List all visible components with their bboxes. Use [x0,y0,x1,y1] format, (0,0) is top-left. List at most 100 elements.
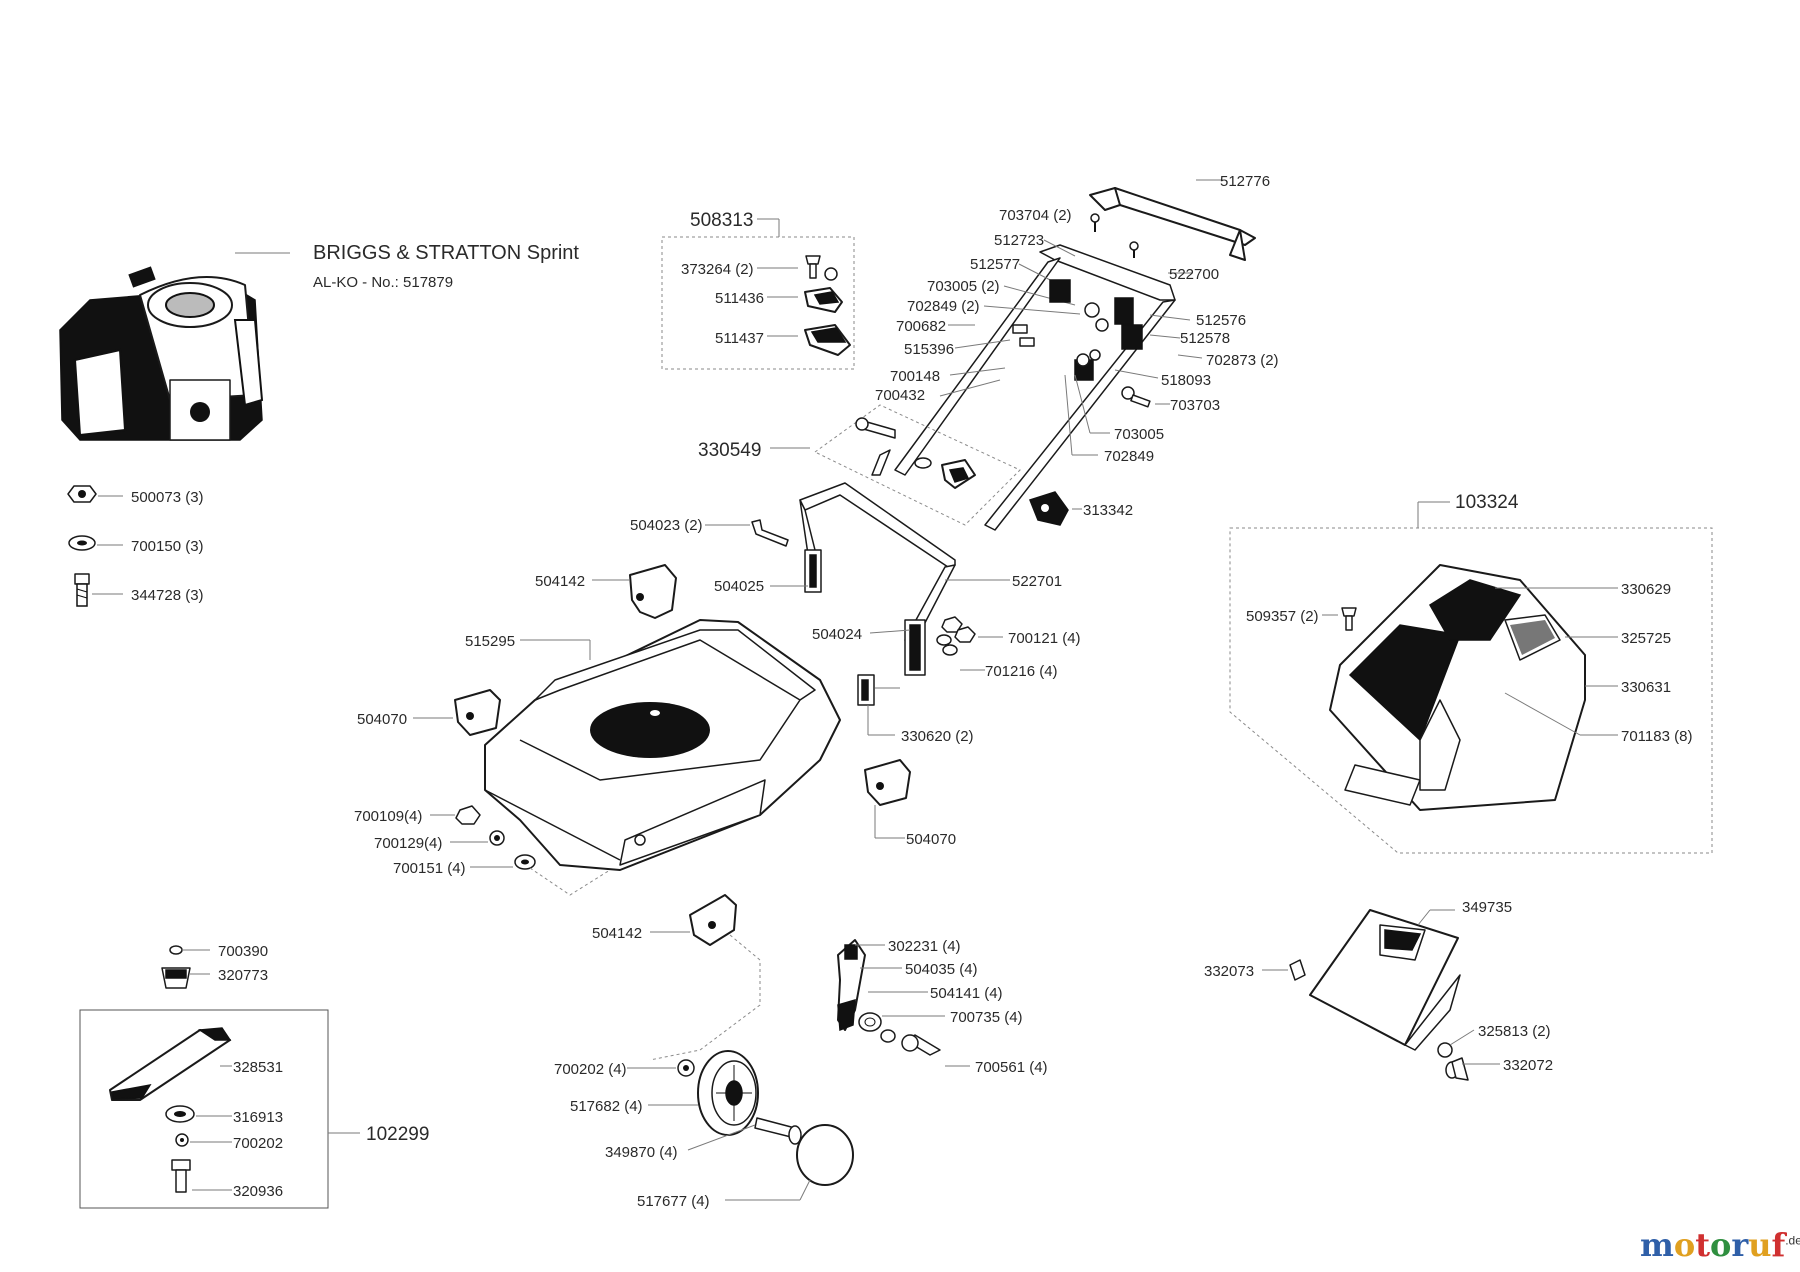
spring-icon [1445,1057,1469,1081]
label-522701: 522701 [1012,573,1062,590]
bracket-504142-top-icon [629,564,677,619]
logo-letter: r [1731,1226,1749,1264]
label-320773: 320773 [218,967,268,984]
blade-icon [109,1027,232,1101]
lower-handle-drawing [799,482,956,676]
label-332073: 332073 [1204,963,1254,980]
label-700202a: 700202 (4) [554,1061,627,1078]
height-adjuster-icon [837,939,866,1032]
wheel-icon [677,1050,759,1136]
label-511437: 511437 [715,330,764,347]
logo-letter: f [1771,1226,1786,1264]
grass-bag-icon [1329,564,1586,811]
label-504025: 504025 [714,578,764,595]
group-label-330549: 330549 [698,440,761,461]
screw-icon [805,255,838,281]
screw-icon-703704 [1090,213,1139,258]
label-700390: 700390 [218,943,268,960]
label-328531: 328531 [233,1059,283,1076]
label-330631: 330631 [1621,679,1671,696]
engine-title: BRIGGS & STRATTON Sprint [313,242,579,264]
upper-handle-drawing [871,187,1256,531]
label-701183: 701183 (8) [1621,728,1692,745]
label-302231: 302231 (4) [888,938,961,955]
label-700202b: 700202 [233,1135,283,1152]
deck-fasteners-icons [455,805,536,870]
label-700432: 700432 [875,387,925,404]
washer-icon [68,535,96,551]
engine-drawing [59,266,264,441]
clamp-upper-icon [804,287,843,313]
group-label-103324: 103324 [1455,492,1519,513]
mower-deck-drawing [484,619,841,871]
label-373264: 373264 (2) [681,261,754,278]
label-700129: 700129(4) [374,835,442,852]
bracket-504070-right-icon [864,759,911,806]
engine-subtitle: AL-KO - No.: 517879 [313,274,453,291]
label-504024: 504024 [812,626,862,643]
hubcap-icon [796,1124,854,1186]
label-703704: 703704 (2) [999,207,1072,224]
logo-letter: m [1640,1226,1674,1264]
cable-guide-icon [1029,491,1069,526]
label-703005b: 703005 [1114,426,1164,443]
label-702849b: 702849 [1104,448,1154,465]
label-330629: 330629 [1621,581,1671,598]
label-515396: 515396 [904,341,954,358]
clamp-lower-icon [804,324,851,356]
nut-icon [67,485,97,503]
logo-letter: t [1695,1226,1710,1264]
label-517682: 517682 (4) [570,1098,643,1115]
label-349735: 349735 [1462,899,1512,916]
label-504035: 504035 (4) [905,961,978,978]
logo-letter: u [1748,1226,1772,1264]
label-512577: 512577 [970,256,1020,273]
clip-330620-icon [857,674,900,706]
logo-letter: o [1673,1226,1696,1264]
label-700151: 700151 (4) [393,860,466,877]
label-504142a: 504142 [535,573,585,590]
label-700109: 700109(4) [354,808,422,825]
logo-suffix: .de [1785,1233,1800,1248]
label-325725: 325725 [1621,630,1671,647]
label-701216: 701216 (4) [985,663,1058,680]
label-325813: 325813 (2) [1478,1023,1551,1040]
label-512576: 512576 [1196,312,1246,329]
rear-flap-icon [1289,909,1461,1058]
label-504023: 504023 (2) [630,517,703,534]
label-500073: 500073 (3) [131,489,204,506]
label-504141: 504141 (4) [930,985,1003,1002]
label-313342: 313342 [1083,502,1133,519]
wheel-fasteners-icons [858,1012,941,1056]
group-label-508313: 508313 [690,210,753,231]
bolt-icon [74,573,90,607]
label-700148: 700148 [890,368,940,385]
blade-adapter-icons [161,945,191,989]
label-700121: 700121 (4) [1008,630,1081,647]
label-349870: 349870 (4) [605,1144,678,1161]
cable-clip-icons [855,417,976,489]
label-504070a: 504070 [357,711,407,728]
motoruf-logo: motoruf.de [1640,1226,1800,1264]
label-344728: 344728 (3) [131,587,204,604]
label-512776: 512776 [1220,173,1270,190]
label-316913: 316913 [233,1109,283,1126]
label-512578: 512578 [1180,330,1230,347]
label-702873: 702873 (2) [1206,352,1279,369]
label-511436: 511436 [715,290,764,307]
logo-letter: o [1709,1226,1732,1264]
blade-group-box [79,1009,329,1209]
label-522700: 522700 [1169,266,1219,283]
label-700682: 700682 [896,318,946,335]
label-700735: 700735 (4) [950,1009,1023,1026]
label-504142b: 504142 [592,925,642,942]
label-700150: 700150 (3) [131,538,204,555]
label-518093: 518093 [1161,372,1211,389]
bolt-icon-703703 [1121,386,1151,408]
axle-bolt-icon [754,1117,802,1145]
bracket-504142-bottom-icon [689,894,737,946]
group-label-102299: 102299 [366,1124,429,1145]
label-700561: 700561 (4) [975,1059,1048,1076]
label-330620: 330620 (2) [901,728,974,745]
